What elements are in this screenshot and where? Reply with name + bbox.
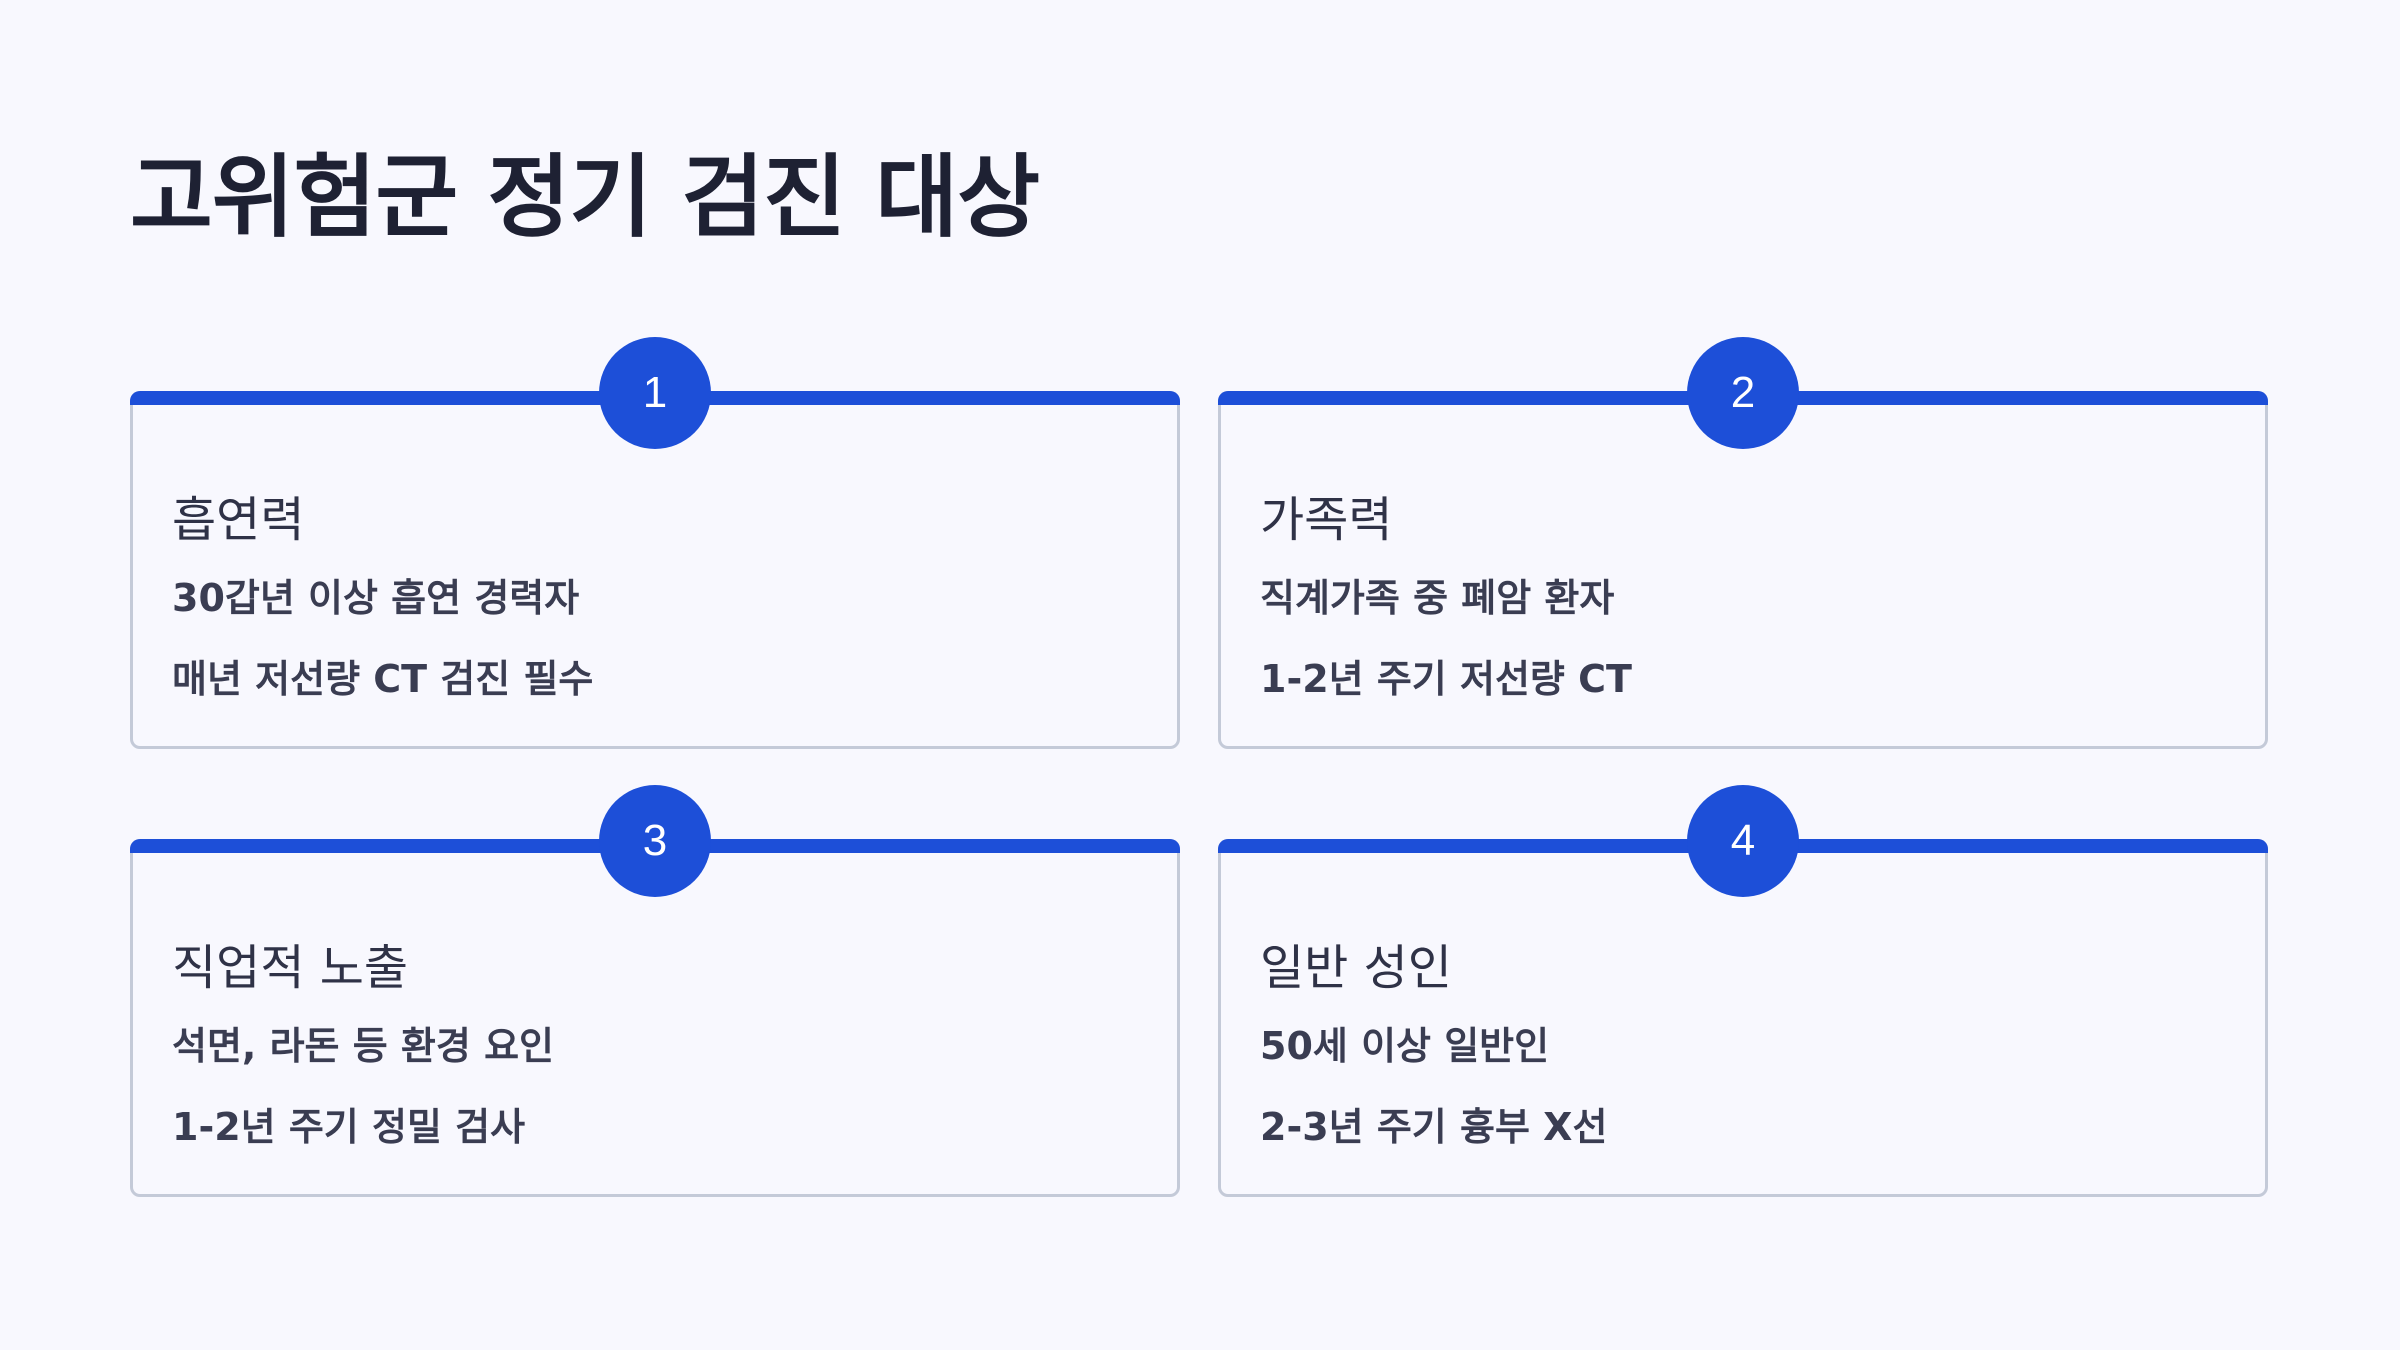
card-screening-text: 매년 저선량 CT 검진 필수 xyxy=(172,657,594,701)
card-criteria-text: 석면, 라돈 등 환경 요인 xyxy=(172,1024,554,1068)
card-criteria-text: 50세 이상 일반인 xyxy=(1260,1024,1550,1068)
card-number-badge: 3 xyxy=(599,785,711,897)
card-title: 일반 성인 xyxy=(1260,940,1452,996)
card-number-badge: 4 xyxy=(1687,785,1799,897)
card-criteria-text: 30갑년 이상 흡연 경력자 xyxy=(172,576,580,620)
criteria-card-general-adult: 4 일반 성인 50세 이상 일반인 2-3년 주기 흉부 X선 xyxy=(1218,785,2268,1197)
card-title: 가족력 xyxy=(1260,492,1393,548)
card-number-badge: 1 xyxy=(599,337,711,449)
card-number-badge: 2 xyxy=(1687,337,1799,449)
card-criteria-text: 직계가족 중 폐암 환자 xyxy=(1260,576,1615,620)
card-title: 직업적 노출 xyxy=(172,940,409,996)
card-screening-text: 2-3년 주기 흉부 X선 xyxy=(1260,1105,1608,1149)
page-title: 고위험군 정기 검진 대상 xyxy=(130,145,1040,250)
card-screening-text: 1-2년 주기 저선량 CT xyxy=(1260,657,1632,701)
card-screening-text: 1-2년 주기 정밀 검사 xyxy=(172,1105,526,1149)
criteria-card-smoking-history: 1 흡연력 30갑년 이상 흡연 경력자 매년 저선량 CT 검진 필수 xyxy=(130,337,1180,749)
card-title: 흡연력 xyxy=(172,492,305,548)
criteria-card-family-history: 2 가족력 직계가족 중 폐암 환자 1-2년 주기 저선량 CT xyxy=(1218,337,2268,749)
criteria-card-occupational-exposure: 3 직업적 노출 석면, 라돈 등 환경 요인 1-2년 주기 정밀 검사 xyxy=(130,785,1180,1197)
